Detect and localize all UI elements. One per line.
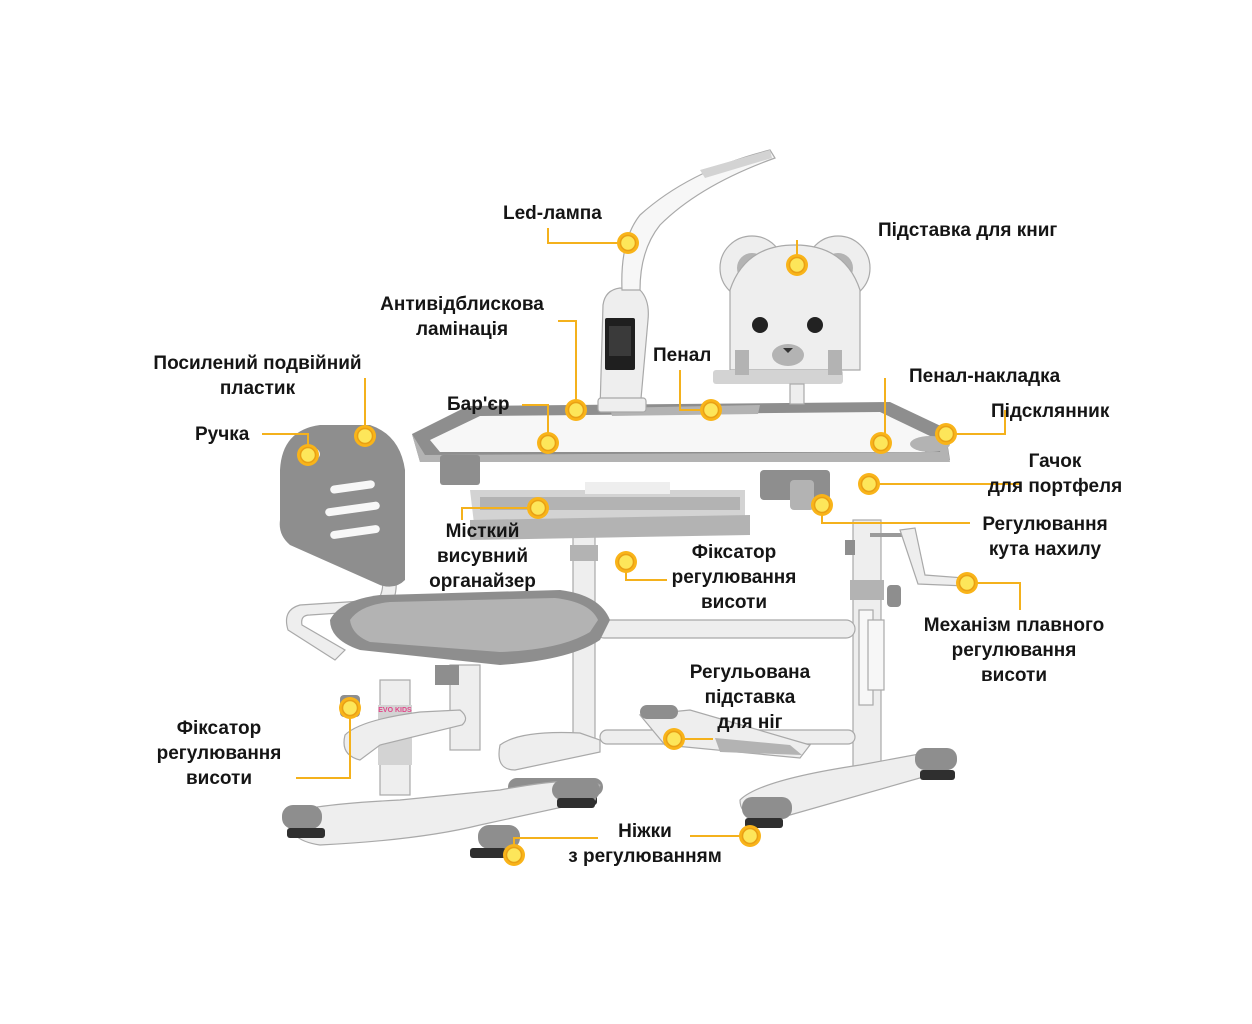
label-tilt-line1: Регулювання	[982, 514, 1108, 535]
label-height-mechanism: Механізм плавного регулювання висоти	[910, 613, 1118, 688]
label-legs-line2: з регулюванням	[568, 846, 722, 867]
label-bag-hook-line2: для портфеля	[987, 476, 1123, 497]
label-legs-line1: Ніжки	[618, 821, 672, 842]
label-mechanism-line2: регулювання	[951, 640, 1077, 661]
label-tilt: Регулювання кута нахилу	[970, 512, 1120, 562]
marker-desk-height-lock	[614, 550, 638, 574]
marker-cup-holder	[934, 422, 958, 446]
label-reinforced-plastic: Посилений подвійний пластик	[140, 351, 375, 401]
label-pencil-overlay: Пенал-накладка	[909, 366, 1061, 387]
label-anti-glare-line2: ламінація	[415, 319, 509, 340]
label-organizer-line1: Місткий	[445, 521, 520, 542]
label-desk-lock-line3: висоти	[700, 592, 768, 613]
marker-pencil-case	[699, 398, 723, 422]
label-footrest-line1: Регульована	[689, 662, 811, 683]
label-reinforced-line2: пластик	[219, 378, 296, 399]
marker-height-mechanism	[955, 571, 979, 595]
label-cup-holder: Підсклянник	[991, 401, 1110, 422]
label-pencil-case: Пенал	[653, 345, 712, 366]
label-chair-lock-line1: Фіксатор	[176, 718, 262, 739]
marker-led-lamp	[616, 231, 640, 255]
marker-pencil-overlay	[869, 431, 893, 455]
marker-barrier	[536, 431, 560, 455]
label-footrest-line2: підставка	[704, 687, 796, 708]
label-bag-hook: Гачок для портфеля	[975, 449, 1135, 499]
label-chair-height-lock: Фіксатор регулювання висоти	[145, 716, 293, 791]
marker-book-stand	[785, 253, 809, 277]
label-desk-lock-line1: Фіксатор	[691, 542, 777, 563]
label-desk-height-lock: Фіксатор регулювання висоти	[660, 540, 808, 615]
marker-legs-right	[738, 824, 762, 848]
marker-chair-height-lock	[338, 696, 362, 720]
brand-badge: EVO KIDS	[378, 707, 412, 714]
label-bag-hook-line1: Гачок	[1028, 451, 1082, 472]
label-anti-glare: Антивідблискова ламінація	[372, 292, 552, 342]
label-organizer-line2: висувний	[436, 546, 528, 567]
label-handle: Ручка	[195, 424, 250, 445]
label-footrest-line3: для ніг	[717, 712, 783, 733]
label-organizer-line3: органайзер	[429, 571, 536, 592]
marker-organizer	[526, 496, 550, 520]
label-tilt-line2: кута нахилу	[988, 539, 1102, 560]
label-barrier: Бар'єр	[447, 394, 510, 415]
label-organizer: Місткий висувний органайзер	[420, 519, 545, 594]
marker-anti-glare	[564, 398, 588, 422]
chair-illustration: EVO KIDS	[279, 425, 610, 858]
label-legs: Ніжки з регулюванням	[555, 819, 735, 869]
marker-reinforced-plastic	[353, 424, 377, 448]
label-reinforced-line1: Посилений подвійний	[153, 353, 362, 374]
marker-handle	[296, 443, 320, 467]
label-footrest: Регульована підставка для ніг	[680, 660, 820, 735]
label-mechanism-line1: Механізм плавного	[923, 615, 1105, 636]
marker-legs-left	[502, 843, 526, 867]
label-book-stand: Підставка для книг	[878, 220, 1058, 241]
marker-tilt	[810, 493, 834, 517]
label-mechanism-line3: висоти	[980, 665, 1048, 686]
label-led-lamp: Led-лампа	[503, 203, 602, 224]
led-lamp-illustration	[597, 149, 776, 413]
label-chair-lock-line3: висоти	[185, 768, 253, 789]
desk-top	[412, 402, 950, 540]
label-anti-glare-line1: Антивідблискова	[380, 294, 544, 315]
label-chair-lock-line2: регулювання	[156, 743, 282, 764]
marker-bag-hook	[857, 472, 881, 496]
book-stand-illustration	[713, 235, 871, 405]
label-desk-lock-line2: регулювання	[671, 567, 797, 588]
